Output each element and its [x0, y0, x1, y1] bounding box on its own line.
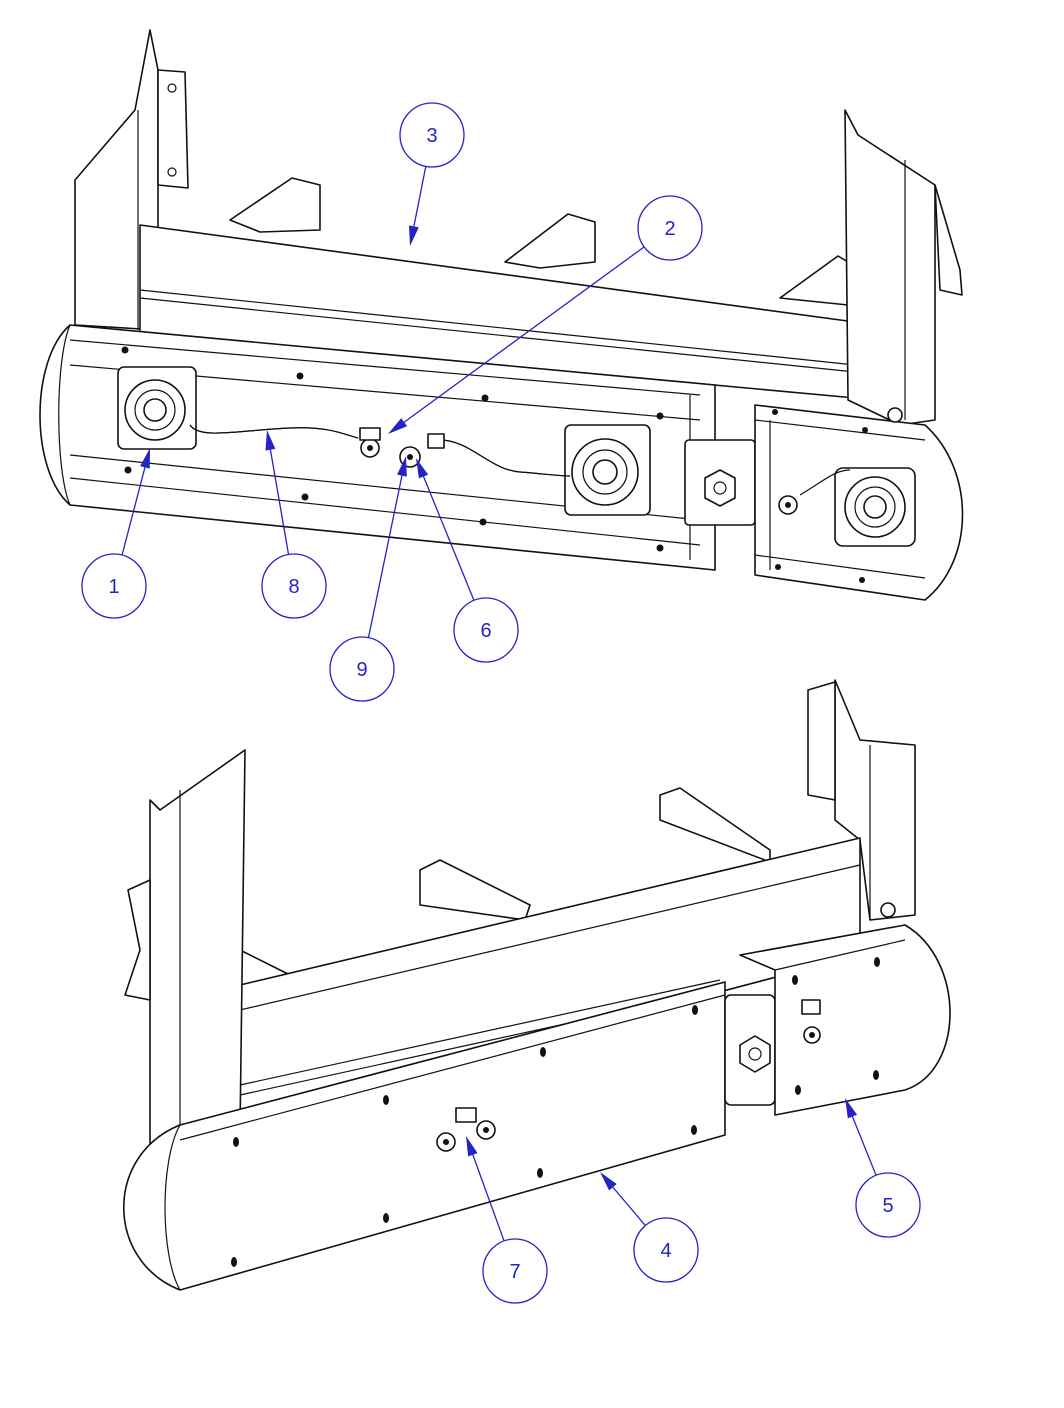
flange-bearing	[834, 467, 916, 547]
balloon-circle	[261, 553, 327, 619]
callout-number: 4	[660, 1240, 671, 1262]
callout-2: 2	[388, 195, 703, 434]
right-upright	[834, 679, 916, 921]
callout-5: 5	[845, 1098, 921, 1238]
callout-3: 3	[399, 102, 465, 246]
right-upright	[844, 109, 936, 426]
balloon-circle	[329, 636, 395, 702]
leader-line	[848, 1107, 877, 1176]
mounting-tab	[157, 69, 189, 189]
callout-7: 7	[466, 1136, 548, 1304]
leader-line	[419, 467, 475, 601]
grease-fitting-pair	[436, 1107, 496, 1152]
bottom-assembly-front-view	[123, 679, 951, 1291]
leader-line	[367, 465, 405, 638]
arrowhead-icon	[600, 1172, 617, 1191]
balloon-circle	[633, 1217, 699, 1283]
cross-member-stub	[419, 859, 531, 921]
right-cover-panel	[739, 924, 951, 1116]
callout-1: 1	[81, 448, 150, 619]
mounting-tab	[124, 879, 151, 1001]
leader-line	[605, 1179, 646, 1226]
slotted-holes	[231, 1005, 698, 1267]
arrowhead-icon	[265, 430, 276, 451]
callout-number: 5	[882, 1195, 893, 1217]
arrowhead-icon	[408, 225, 419, 246]
mounting-tab	[934, 184, 963, 296]
arrowhead-icon	[845, 1098, 858, 1119]
bolt-holes	[121, 346, 664, 552]
flange-bearing	[564, 424, 651, 516]
cross-member-stub	[229, 177, 321, 233]
left-upright	[149, 749, 246, 1151]
callout-number: 7	[509, 1261, 520, 1283]
cross-member-stub	[504, 213, 596, 269]
leader-line	[468, 1145, 505, 1242]
cross-member-stub	[779, 255, 849, 306]
grease-fitting	[778, 495, 798, 515]
leader-line	[268, 439, 290, 555]
callout-9: 9	[329, 456, 407, 702]
callout-8: 8	[261, 430, 327, 619]
grease-fitting	[359, 427, 381, 458]
arrowhead-icon	[388, 418, 408, 434]
callout-number: 6	[480, 620, 491, 642]
callout-number: 1	[108, 576, 119, 598]
arrowhead-icon	[140, 448, 150, 469]
callout-number: 9	[356, 659, 367, 681]
callout-balloons: 1 2 3 4 5 6 7 8 9	[81, 102, 921, 1304]
mounting-tab	[807, 681, 836, 801]
callout-4: 4	[600, 1172, 699, 1283]
flange-bearing	[117, 366, 197, 450]
leader-line	[121, 457, 149, 556]
cross-member-stub	[659, 787, 771, 863]
balloon-circle	[637, 195, 703, 261]
arrowhead-icon	[397, 456, 407, 477]
balloon-circle	[855, 1172, 921, 1238]
callout-number: 8	[288, 576, 299, 598]
arrowhead-icon	[466, 1136, 478, 1157]
callout-number: 3	[426, 125, 437, 147]
balloon-circle	[399, 102, 465, 168]
leader-line	[395, 246, 645, 429]
balloon-circle	[482, 1238, 548, 1304]
top-assembly-rear-view	[39, 29, 964, 601]
leader-line	[411, 166, 427, 237]
callout-number: 2	[664, 218, 675, 240]
arrowhead-icon	[416, 458, 429, 479]
balloon-circle	[453, 597, 519, 663]
balloon-circle	[81, 553, 147, 619]
callout-6: 6	[416, 458, 519, 663]
